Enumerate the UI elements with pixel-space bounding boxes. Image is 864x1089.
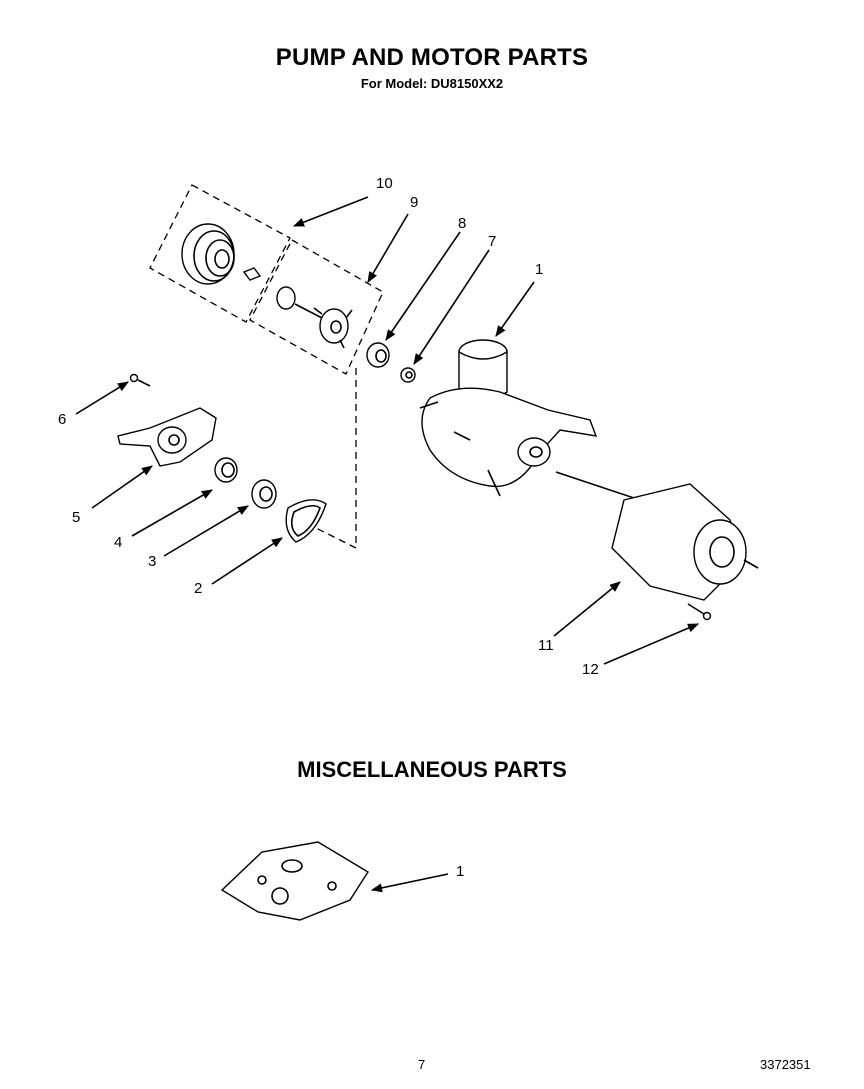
part-10-dashed-box	[149, 184, 291, 323]
part-9-impeller	[276, 286, 353, 349]
part-7-washer	[400, 367, 416, 383]
part-12-screw	[687, 603, 712, 621]
callout-5: 5	[72, 509, 81, 526]
callout-leaders	[75, 196, 700, 893]
callout-4: 4	[114, 534, 123, 551]
callout-7: 7	[488, 233, 497, 250]
misc-parts-bag	[220, 841, 369, 921]
part-6-screw	[129, 373, 151, 387]
page-number: 7	[418, 1057, 426, 1072]
callout-8: 8	[458, 215, 467, 232]
part-3-grommet	[251, 479, 277, 509]
part-11-motor	[555, 471, 759, 601]
part-5-cover	[117, 407, 217, 467]
part-10-filter	[181, 223, 262, 285]
callout-10: 10	[376, 175, 393, 192]
callout-11: 11	[538, 637, 554, 654]
callout-misc-1: 1	[456, 863, 465, 880]
document-code: 3372351	[760, 1057, 811, 1072]
callout-2: 2	[194, 580, 203, 597]
part-8-seal	[366, 342, 390, 368]
callout-1: 1	[535, 261, 544, 278]
model-number: For Model: DU8150XX2	[360, 76, 504, 91]
callout-12: 12	[582, 661, 599, 678]
misc-section-title: MISCELLANEOUS PARTS	[297, 757, 567, 782]
assembly-dashed-line	[299, 368, 357, 550]
part-9-dashed-box	[249, 239, 384, 375]
part-1-pump-housing	[419, 339, 598, 497]
page-title: PUMP AND MOTOR PARTS	[275, 44, 589, 71]
callout-3: 3	[148, 553, 157, 570]
part-2-gasket	[285, 499, 327, 543]
callout-9: 9	[410, 194, 419, 211]
part-4-ring	[214, 457, 238, 483]
callout-6: 6	[58, 411, 67, 428]
